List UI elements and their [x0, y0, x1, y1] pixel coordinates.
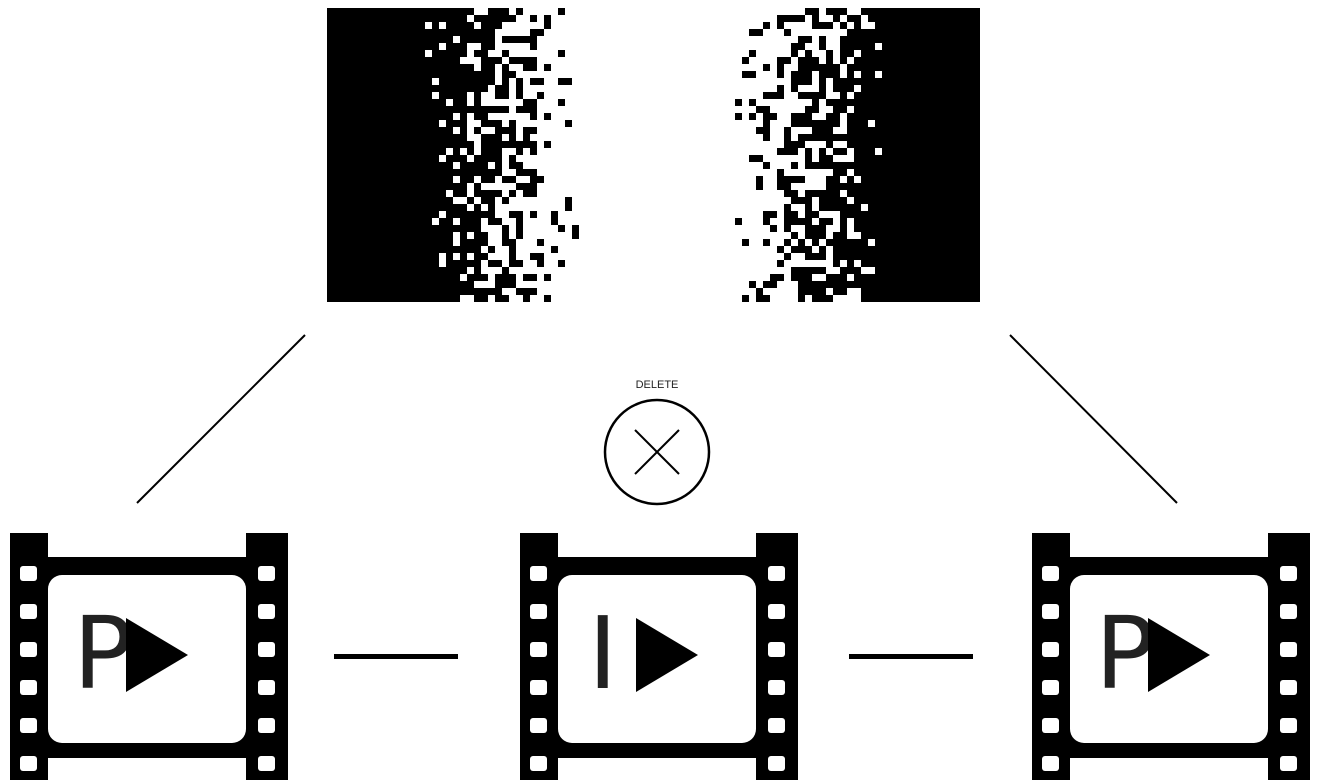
film-notch-top	[1070, 533, 1268, 557]
sprocket-hole	[258, 680, 275, 695]
frame-connector-right	[849, 654, 973, 659]
sprocket-hole	[1280, 680, 1297, 695]
sprocket-hole	[1042, 604, 1059, 619]
sprocket-hole	[1042, 756, 1059, 771]
sprocket-hole	[1280, 718, 1297, 733]
film-notch-top	[558, 533, 756, 557]
sprocket-hole	[1280, 642, 1297, 657]
sprocket-hole	[768, 642, 785, 657]
connector-line-left	[137, 335, 305, 503]
sprocket-hole	[768, 756, 785, 771]
frame-type-letter: I	[588, 595, 618, 712]
sprocket-hole	[1280, 604, 1297, 619]
sprocket-hole	[530, 718, 547, 733]
sprocket-hole	[530, 604, 547, 619]
frame-type-letter: P	[73, 595, 133, 712]
frame-type-letter: P	[1095, 595, 1155, 712]
sprocket-hole	[768, 680, 785, 695]
film-notch-bottom	[558, 758, 756, 780]
sprocket-hole	[258, 604, 275, 619]
sprocket-hole	[530, 642, 547, 657]
sprocket-hole	[258, 756, 275, 771]
sprocket-hole	[1042, 680, 1059, 695]
noise-pattern-left	[327, 8, 579, 302]
film-frame-2: I	[520, 533, 798, 780]
film-frame-1: P	[10, 533, 288, 780]
noise-pattern-right	[735, 8, 980, 302]
film-notch-bottom	[48, 758, 246, 780]
film-frame-3: P	[1032, 533, 1310, 780]
sprocket-hole	[530, 680, 547, 695]
sprocket-hole	[768, 718, 785, 733]
sprocket-hole	[768, 566, 785, 581]
sprocket-hole	[20, 680, 37, 695]
sprocket-hole	[258, 718, 275, 733]
sprocket-hole	[1042, 718, 1059, 733]
sprocket-hole	[530, 566, 547, 581]
connector-line-right	[1010, 335, 1177, 503]
sprocket-hole	[258, 642, 275, 657]
sprocket-hole	[1042, 642, 1059, 657]
sprocket-hole	[20, 604, 37, 619]
film-notch-bottom	[1070, 758, 1268, 780]
delete-button[interactable]	[605, 400, 709, 504]
sprocket-hole	[20, 718, 37, 733]
delete-label: DELETE	[636, 379, 679, 391]
sprocket-hole	[1042, 566, 1059, 581]
sprocket-hole	[1280, 566, 1297, 581]
sprocket-hole	[768, 604, 785, 619]
sprocket-hole	[20, 566, 37, 581]
sprocket-hole	[20, 756, 37, 771]
sprocket-hole	[20, 642, 37, 657]
frame-connector-left	[334, 654, 458, 659]
sprocket-hole	[258, 566, 275, 581]
film-notch-top	[48, 533, 246, 557]
sprocket-hole	[530, 756, 547, 771]
sprocket-hole	[1280, 756, 1297, 771]
